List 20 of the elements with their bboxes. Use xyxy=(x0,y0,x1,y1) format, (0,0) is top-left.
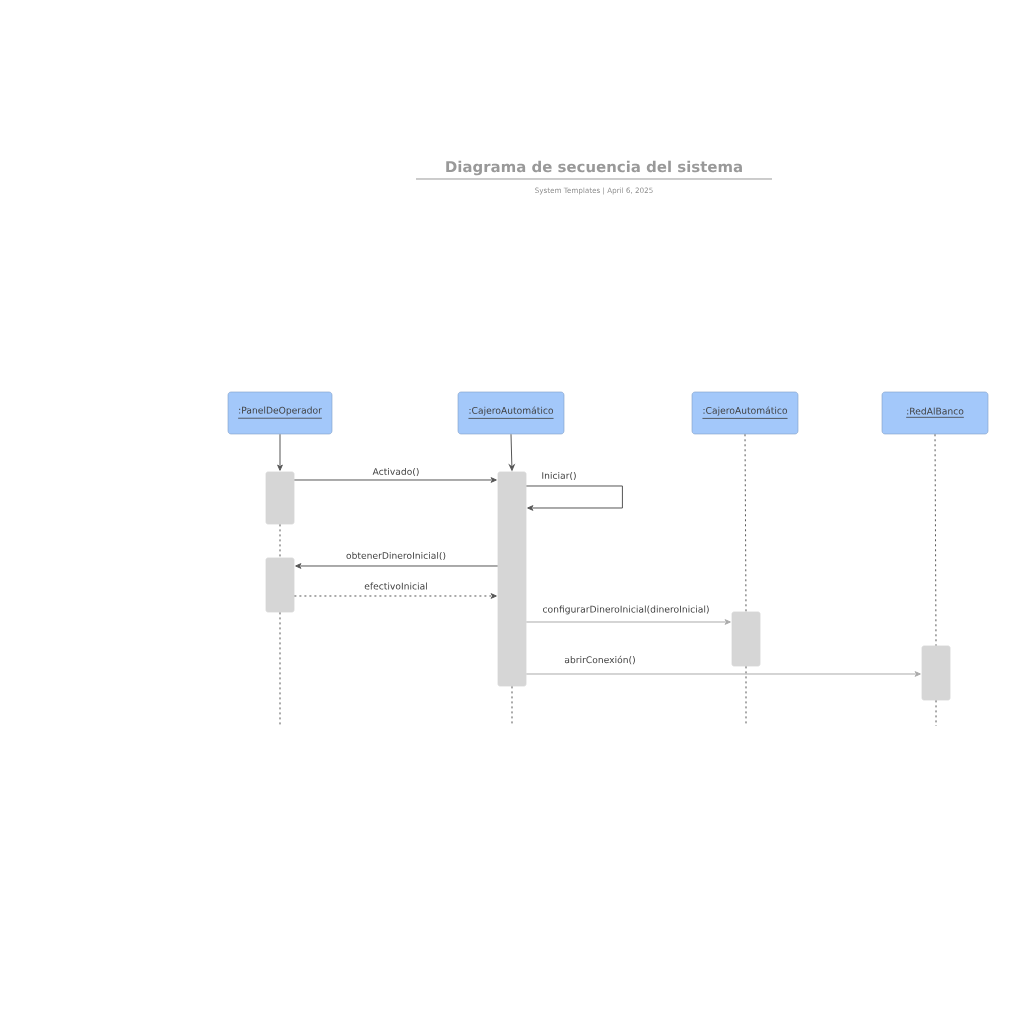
lifeline xyxy=(511,685,513,727)
message-arrow xyxy=(525,619,731,625)
lifeline xyxy=(279,611,281,727)
activation-bar xyxy=(497,471,527,687)
lifeline xyxy=(935,699,937,727)
message-arrow xyxy=(293,477,497,483)
message-arrow xyxy=(293,593,497,599)
activation-bar xyxy=(921,645,951,701)
activation-bar xyxy=(265,471,295,525)
message-arrow xyxy=(525,485,623,511)
lifeline xyxy=(934,433,937,647)
activation-bar xyxy=(731,611,761,667)
arrow xyxy=(509,433,515,471)
message-arrow xyxy=(295,563,499,569)
message-arrow xyxy=(525,671,921,677)
lifeline xyxy=(745,665,747,727)
lifeline xyxy=(744,433,747,613)
activation-bar xyxy=(265,557,295,613)
arrow xyxy=(277,433,283,471)
lifeline xyxy=(279,523,281,559)
